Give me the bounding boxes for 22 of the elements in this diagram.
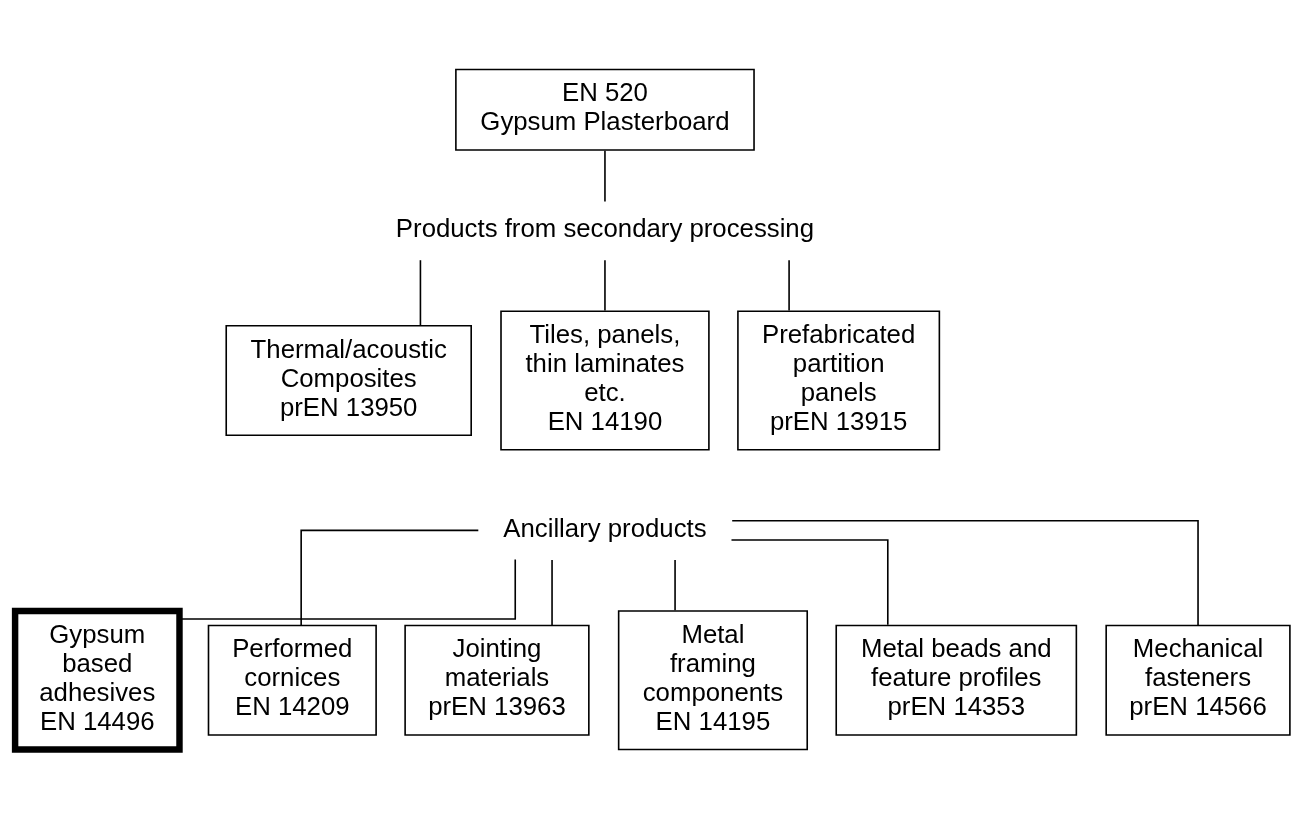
node-box: Tiles, panels, thin laminates etc. EN 14190: [500, 309, 710, 451]
node-box: Jointing materials prEN 13963: [404, 624, 590, 736]
connector: [674, 558, 676, 611]
node-box: Prefabricated partition panels prEN 13915: [737, 309, 941, 451]
node-box: Thermal/acoustic Composites prEN 13950: [225, 324, 472, 436]
connector: [419, 258, 422, 326]
connector: [788, 258, 790, 311]
connector: [731, 519, 1199, 626]
node-box: Performed cornices EN 14209: [207, 624, 377, 736]
connector: [300, 529, 480, 626]
node-box: EN 520 Gypsum Plasterboard: [455, 68, 755, 151]
node-box: Mechanical fasteners prEN 14566: [1105, 624, 1291, 736]
connector: [179, 558, 517, 620]
node-text: Ancillary products: [503, 513, 707, 541]
connector: [604, 149, 606, 202]
node-box: Gypsum based adhesives EN 14496: [11, 607, 183, 753]
node-box: Metal beads and feature profiles prEN 14353: [835, 624, 1078, 736]
connector: [730, 538, 889, 626]
node-box: Metal framing components EN 14195: [617, 609, 809, 750]
node-text: Products from secondary processing: [395, 213, 815, 242]
connector: [551, 558, 553, 626]
connector: [604, 258, 606, 311]
